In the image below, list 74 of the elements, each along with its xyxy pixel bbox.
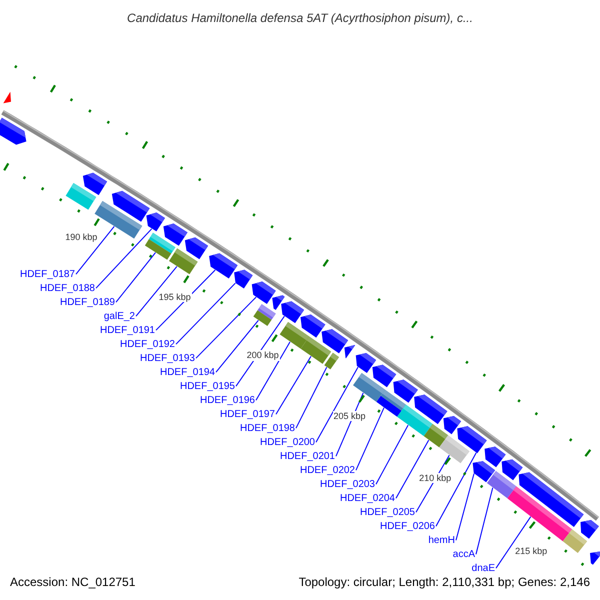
gene-label: HDEF_0194 [160,367,215,378]
gene-label: HDEF_0200 [260,437,315,448]
gene-block [300,314,326,338]
leader-line [256,341,290,401]
diagram-title: Candidatus Hamiltonella defensa 5AT (Acyrthosiphon pisum), c... [127,12,473,26]
leader-line [156,270,216,331]
scale-label: 200 kbp [246,350,280,361]
gene-block [393,380,418,403]
gene-block [234,270,253,288]
gene-label: HDEF_0195 [180,381,235,392]
gene-block [356,353,376,373]
gene-block [281,301,304,324]
leader-line [476,487,494,555]
scale-label: 190 kbp [64,232,98,242]
leader-line [216,320,259,373]
gene-label: HDEF_0205 [360,507,415,518]
gene-block [344,345,356,358]
gene-label: HDEF_0198 [240,423,295,434]
leader-line [376,424,409,485]
gene-block [252,282,276,304]
gene-block [322,329,348,354]
gene-label: HDEF_0192 [120,339,175,350]
gene-label: HDEF_0189 [60,297,115,308]
gene-label: accA [452,549,475,560]
scale-label: 210 kbp [418,472,452,484]
leader-line [136,266,178,317]
leader-line [396,440,430,499]
gene-block [0,118,26,145]
gene-block [209,253,238,278]
gene-label: HDEF_0206 [380,521,435,532]
gene-block [146,212,165,232]
gene-bar [324,352,339,370]
gene-label: galE_2 [104,311,135,322]
gene-label: HDEF_0187 [20,269,75,280]
gene-block [184,237,208,260]
gene-block [443,416,462,434]
leader-line [176,282,236,345]
gene-block [163,224,188,246]
gene-label: HDEF_0202 [300,465,355,476]
gene-label: dnaE [472,563,495,574]
leader-line [196,296,257,359]
gene-label: HDEF_0203 [320,479,375,490]
leader-line [436,452,477,527]
leader-line [456,473,474,541]
gene-block [457,426,487,454]
leader-line [296,366,328,429]
gene-block [82,172,108,196]
gene-label: HDEF_0196 [200,395,255,406]
gene-label: HDEF_0193 [140,353,195,364]
gene-label: HDEF_0204 [340,493,395,504]
gene-block [414,394,448,424]
scale-label: 195 kbp [158,292,192,302]
footer-note: Topology: circular; Length: 2,110,331 bp; Genes: 2,146 [298,576,590,590]
leader-line [316,366,358,443]
gene-label: HDEF_0188 [40,283,95,294]
gene-block [372,364,396,388]
gene-label: HDEF_0201 [280,451,335,462]
scale-label: 215 kbp [514,546,548,556]
gene-block [590,552,600,565]
footer-note: Accession: NC_012751 [10,576,136,590]
leader-line [276,356,312,415]
gene-label: HDEF_0191 [100,325,155,336]
gene-bar [253,304,276,326]
leader-line [116,252,156,303]
gene-label: hemH [428,535,455,546]
leader-line [96,228,152,289]
leader-line [76,226,115,275]
gene-block [580,520,599,539]
gene-bar [507,486,572,542]
gene-label: HDEF_0197 [220,409,275,420]
gene-block [112,190,150,222]
gene-block [484,446,506,468]
scale-label: 205 kbp [332,410,367,422]
leader-line [496,516,532,569]
